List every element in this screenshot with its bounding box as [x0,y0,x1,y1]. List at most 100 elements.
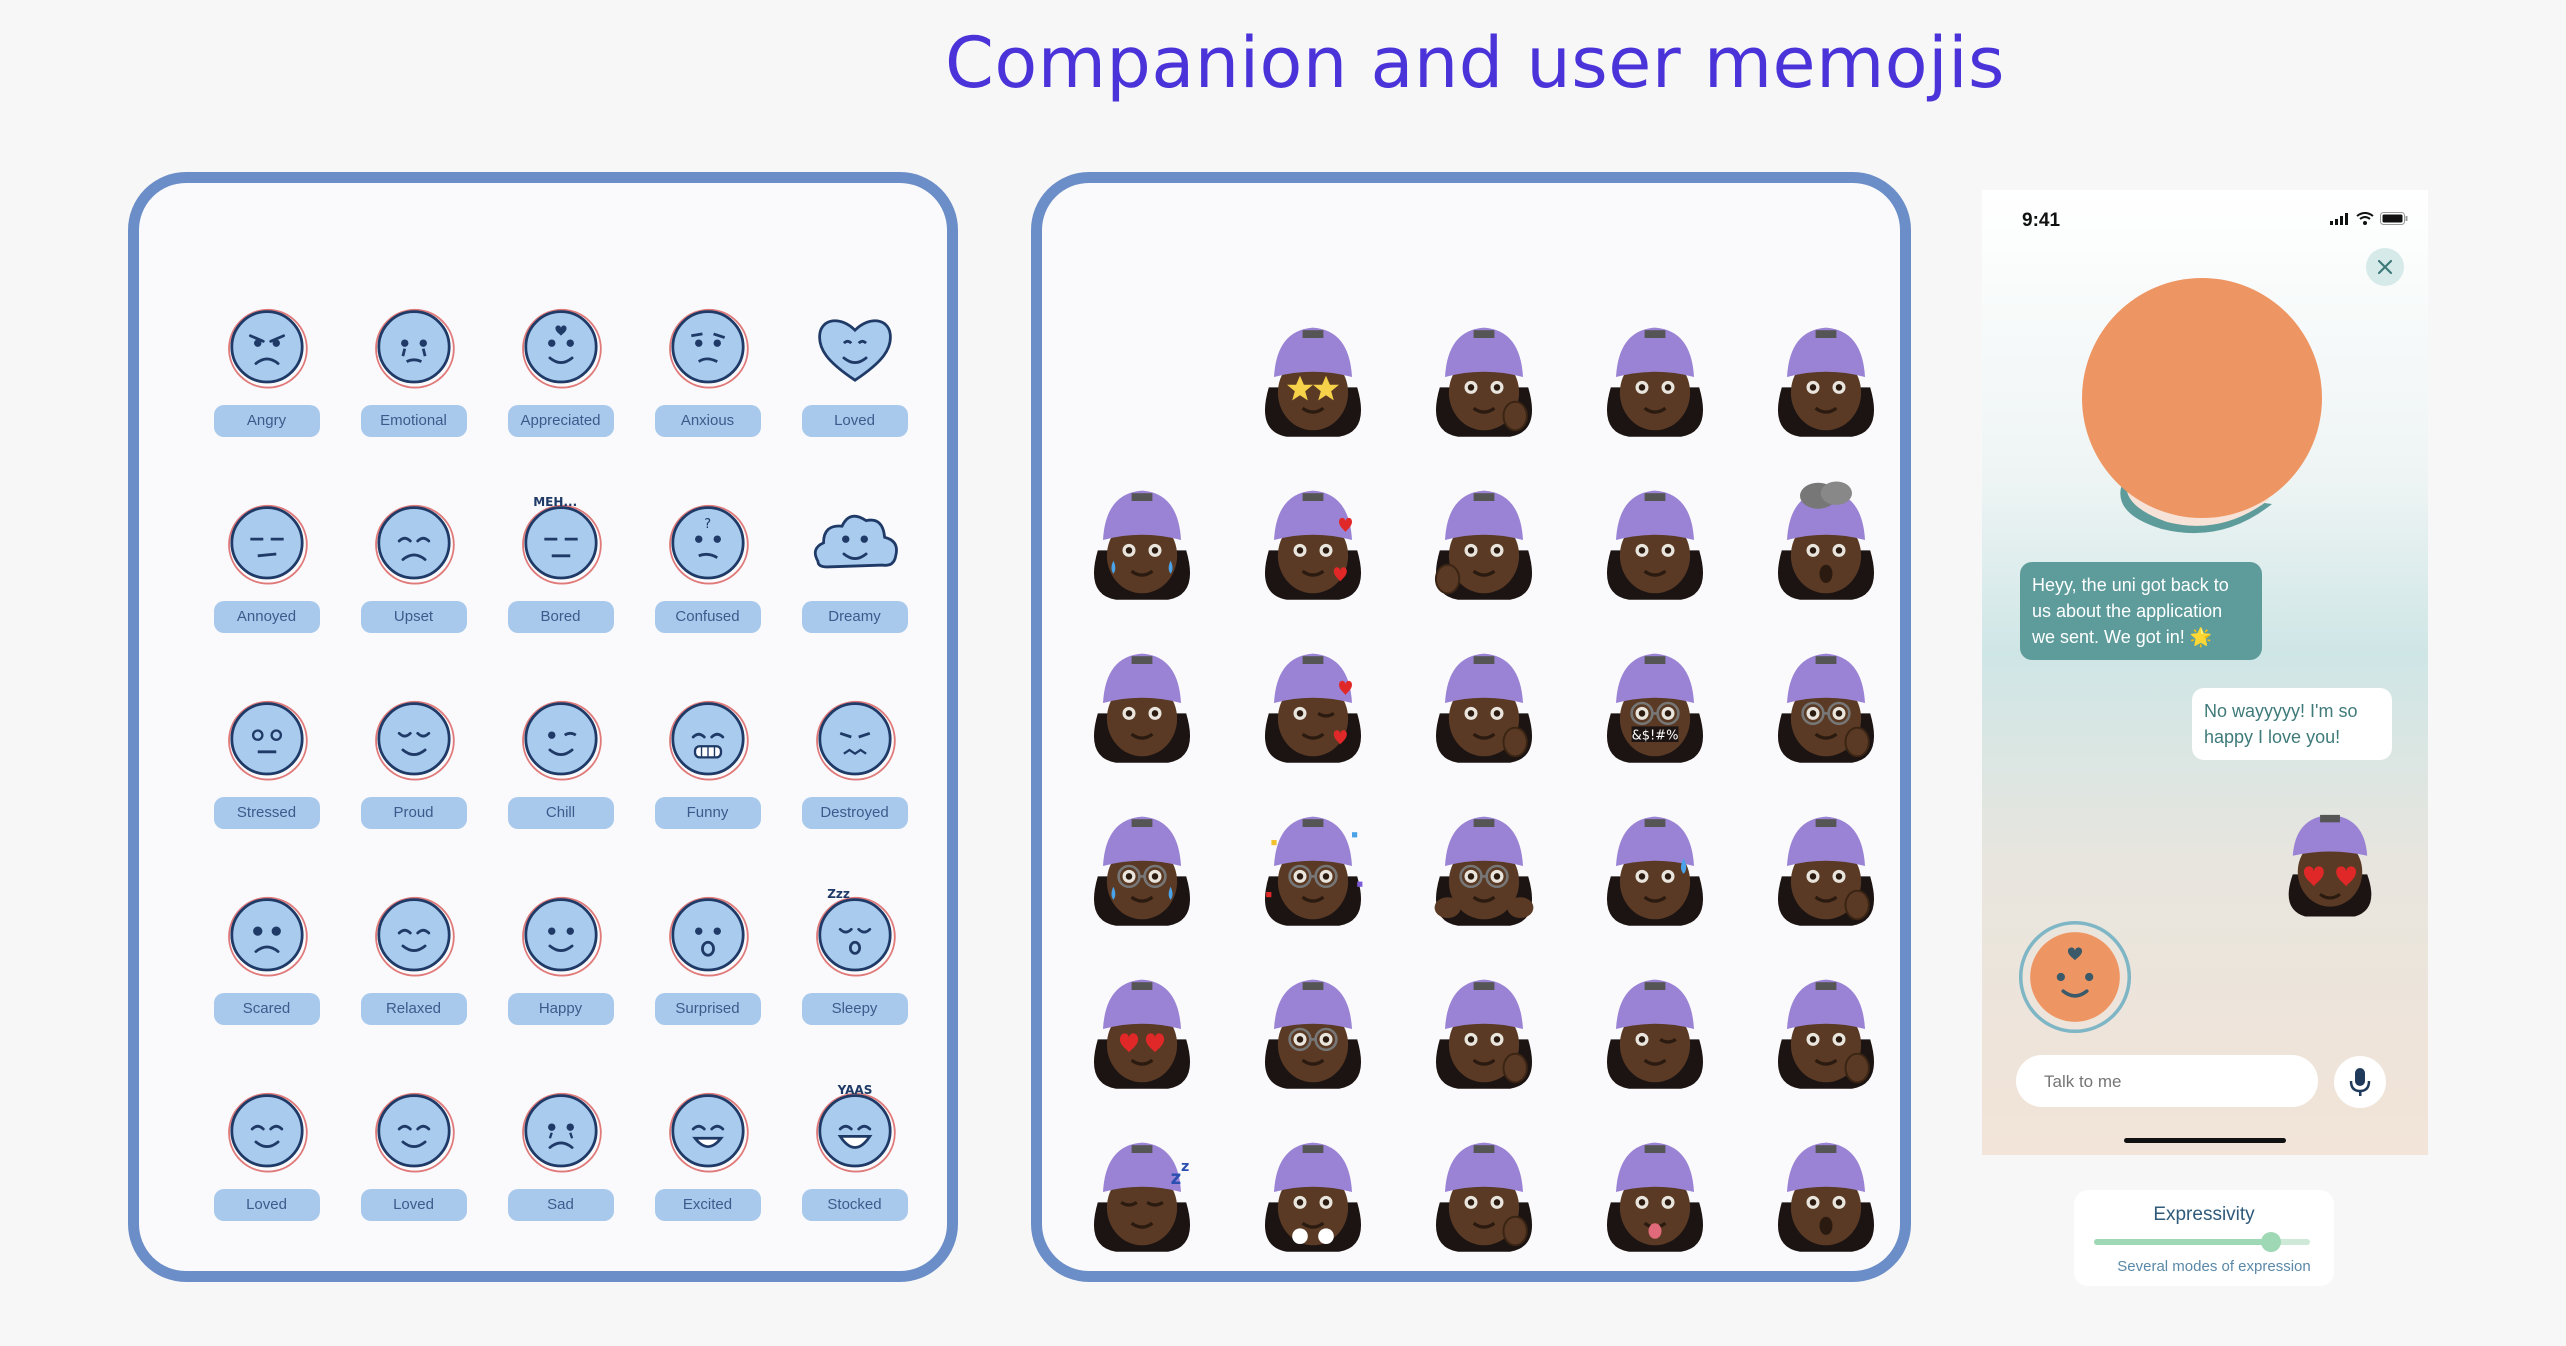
mood-item[interactable]: Surprised [634,883,781,1079]
sad-face-icon [521,1092,602,1173]
memoji-item[interactable] [1740,295,1911,458]
memoji-item[interactable] [1398,947,1569,1110]
mood-item[interactable]: Loved [781,295,928,491]
emotional-face-icon [374,308,455,389]
surprised-face-icon [668,896,749,977]
expressivity-title: Expressivity [2153,1204,2255,1225]
mood-item[interactable]: Destroyed [781,687,928,883]
expressivity-slider-fill [2094,1239,2272,1245]
memoji-item[interactable] [1740,621,1911,784]
mood-label: Loved [360,1189,467,1221]
memoji-item[interactable] [1569,947,1740,1110]
mood-item[interactable]: Annoyed [193,491,340,687]
companion-avatar-orb [2018,920,2132,1034]
annoyed-face-icon [227,504,308,585]
eye-roll-memoji-icon [1606,490,1703,600]
mood-label: Loved [801,405,908,437]
message-input-bar[interactable] [2016,1055,2318,1109]
memoji-item[interactable] [1227,621,1398,784]
svg-text:YAAS: YAAS [836,1083,872,1097]
user-message-bubble: No wayyyyy! I'm so happy I love you! [2192,688,2392,760]
mood-item[interactable]: Happy [487,883,634,1079]
mood-item[interactable]: Scared [193,883,340,1079]
memoji-item[interactable] [1398,784,1569,947]
mood-item[interactable]: Excited [634,1079,781,1275]
mood-item[interactable]: Stressed [193,687,340,883]
mood-label: Upset [360,601,467,633]
party-memoji-icon [1264,816,1362,926]
memoji-item[interactable] [1227,784,1398,947]
mood-item[interactable]: ?Confused [634,491,781,687]
memoji-item[interactable] [1569,295,1740,458]
smiling-memoji-icon [1777,327,1874,437]
mood-item[interactable]: Loved [340,1079,487,1275]
user-memoji-heart-eyes [2288,814,2372,917]
tears-of-joy-memoji-icon [1093,490,1190,600]
mood-item[interactable]: Dreamy [781,491,928,687]
battery-icon [2380,212,2408,225]
heart-eyes-memoji-icon [1093,979,1190,1089]
wink-memoji-icon [1606,979,1703,1089]
mood-item[interactable]: Proud [340,687,487,883]
proud-face-icon [374,700,455,781]
memoji-item[interactable] [1056,784,1227,947]
mood-label: Anxious [654,405,761,437]
memoji-item[interactable] [1398,458,1569,621]
memoji-item[interactable] [1227,295,1398,458]
tongue-out-memoji-icon [1606,1142,1703,1252]
mood-label: Emotional [360,405,467,437]
mood-item[interactable]: Upset [340,491,487,687]
memoji-item[interactable] [1056,458,1227,621]
mood-item[interactable]: Anxious [634,295,781,491]
memoji-item[interactable] [1227,947,1398,1110]
memoji-item[interactable] [1398,621,1569,784]
memoji-item[interactable] [1740,458,1911,621]
memoji-item[interactable] [1398,295,1569,458]
scared-face-icon [227,896,308,977]
expressivity-slider-knob[interactable] [2261,1232,2282,1252]
mic-button[interactable] [2334,1056,2386,1108]
mood-label: Confused [654,601,761,633]
svg-text:z: z [1181,1159,1189,1175]
mood-item[interactable]: Chill [487,687,634,883]
mood-item[interactable]: MEH...Bored [487,491,634,687]
destroyed-face-icon [815,700,896,781]
mood-label: Angry [213,405,320,437]
mood-item[interactable]: Emotional [340,295,487,491]
memoji-item[interactable] [1740,784,1911,947]
message-input[interactable] [2016,1055,2316,1109]
sleeping-memoji-icon: zz [1093,1142,1190,1252]
memoji-item[interactable] [1740,947,1911,1110]
memoji-item[interactable] [1227,1110,1398,1273]
memoji-item[interactable] [1569,1110,1740,1273]
mood-item[interactable]: Funny [634,687,781,883]
memoji-item[interactable] [1056,621,1227,784]
memoji-item[interactable] [1569,784,1740,947]
home-indicator [2124,1138,2286,1143]
huff-memoji-icon [1264,1142,1361,1252]
phone-screen: 9:41 Heyy, the uni got back to us about … [1982,190,2428,1155]
memoji-item[interactable]: &$!#% [1569,621,1740,784]
memoji-item[interactable] [1569,458,1740,621]
thumbs-down-memoji-icon [1434,490,1532,600]
screaming-memoji-icon [1777,1142,1874,1252]
mood-item[interactable]: Angry [193,295,340,491]
mood-item[interactable]: Loved [193,1079,340,1275]
memoji-item[interactable] [1056,947,1227,1110]
mood-item[interactable]: Appreciated [487,295,634,491]
memoji-item[interactable] [1740,1110,1911,1273]
excited-face-icon [668,1092,749,1173]
peace-sign-memoji-icon [1435,653,1532,763]
neutral-memoji-icon [1093,653,1190,763]
mood-item[interactable]: Relaxed [340,883,487,1079]
expressivity-slider[interactable] [2094,1232,2310,1252]
memoji-item[interactable] [1398,1110,1569,1273]
shush-memoji-icon [1777,816,1874,926]
memoji-item[interactable] [1227,458,1398,621]
mood-item[interactable]: Sad [487,1079,634,1275]
close-button[interactable] [2366,248,2404,286]
